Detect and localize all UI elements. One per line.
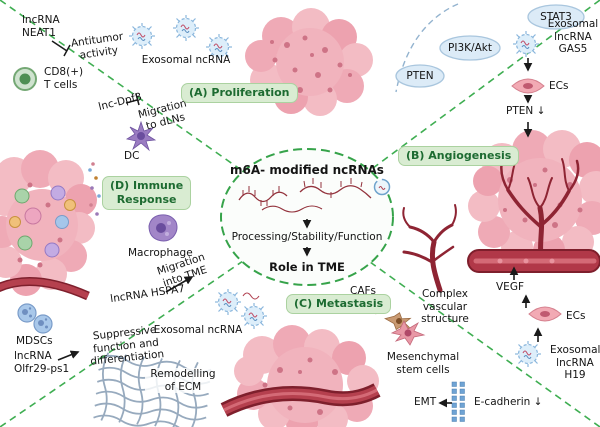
exosomal-ncrna-bottom-label: Exosomal ncRNA xyxy=(153,324,243,336)
signaling-pathway-arc xyxy=(395,3,459,93)
mdsc-icon xyxy=(33,314,53,334)
mdsc-icon xyxy=(17,303,37,323)
pathway-ovals xyxy=(395,4,585,88)
tumor-metastasis xyxy=(220,325,381,427)
macrophage-label: Macrophage xyxy=(128,247,193,259)
e-cadherin-label: E-cadherin ↓ xyxy=(474,396,543,408)
mesenchymal-stem-cell-icon xyxy=(390,320,426,346)
cafs-label: CAFs xyxy=(350,285,377,297)
ecs-lower-label: ECs xyxy=(566,310,586,322)
dc-label: DC xyxy=(124,150,140,162)
plasmid-icon xyxy=(373,178,391,196)
mesenchymal-stem-cells-label: Mesenchymal stem cells xyxy=(386,351,460,376)
exosome-icon xyxy=(514,340,542,368)
quadrant-d-immune-response-label: (D) Immune Response xyxy=(102,176,192,210)
central-step-processing: Processing/Stability/Function xyxy=(231,231,383,243)
lncrna-neat1-label: lncRNA NEAT1 xyxy=(22,14,60,39)
exosome-icon xyxy=(172,14,200,42)
exosomal-lncrna-gas5-label: Exosomal lncRNA GAS5 xyxy=(547,18,599,56)
tumor-proliferation xyxy=(245,8,373,116)
exosomal-ncrna-top-label: Exosomal ncRNA xyxy=(141,54,231,66)
lncrna-olfr29-ps1-label: lncRNA Olfr29-ps1 xyxy=(14,350,70,375)
exosome-icon xyxy=(214,288,242,316)
macrophage-icon xyxy=(148,214,178,242)
central-step-role-tme: Role in TME xyxy=(269,260,345,274)
quadrant-b-angiogenesis-label: (B) Angiogenesis xyxy=(398,146,520,166)
ecs-upper-label: ECs xyxy=(549,80,569,92)
exosomal-lncrna-h19-label: Exosomal lncRNA H19 xyxy=(550,344,600,382)
vegf-label: VEGF xyxy=(496,281,524,293)
emt-label: EMT xyxy=(414,396,437,408)
exosome-icon xyxy=(128,22,156,50)
central-title: m6A- modified ncRNAs xyxy=(230,163,384,177)
quadrant-a-proliferation-label: (A) Proliferation xyxy=(181,83,298,103)
cd8-t-cell-icon xyxy=(13,67,37,91)
ncrna-squiggles xyxy=(238,178,372,213)
quadrant-c-metastasis-label: (C) Metastasis xyxy=(286,294,392,314)
endothelial-cell-icon xyxy=(511,78,545,94)
exosome-icon xyxy=(512,30,540,58)
endothelial-cell-icon xyxy=(528,306,562,322)
e-cadherin-icon xyxy=(451,381,465,422)
pten-oval-label: PTEN xyxy=(406,70,434,82)
complex-vascular-label: Complex vascular structure xyxy=(421,288,469,326)
mdscs-label: MDSCs xyxy=(16,335,53,347)
flow-arrows xyxy=(57,58,543,408)
dendritic-cell-icon xyxy=(125,120,157,152)
central-ellipse xyxy=(220,148,394,286)
ecm-remodelling-label: Remodelling of ECM xyxy=(145,368,221,394)
inhibition-arrows xyxy=(51,40,140,106)
cd8-t-cells-label: CD8(+) T cells xyxy=(44,66,84,91)
loose-rna-squiggle xyxy=(242,292,260,300)
stat3-oval-label: STAT3 xyxy=(540,11,572,23)
blood-vessel-angiogenesis xyxy=(467,249,600,273)
complex-vascular-icon xyxy=(402,204,457,293)
pten-decrease-label: PTEN ↓ xyxy=(506,105,546,117)
pi3k-akt-oval-label: PI3K/Akt xyxy=(448,42,492,54)
immune-tme-tissue xyxy=(0,150,101,301)
